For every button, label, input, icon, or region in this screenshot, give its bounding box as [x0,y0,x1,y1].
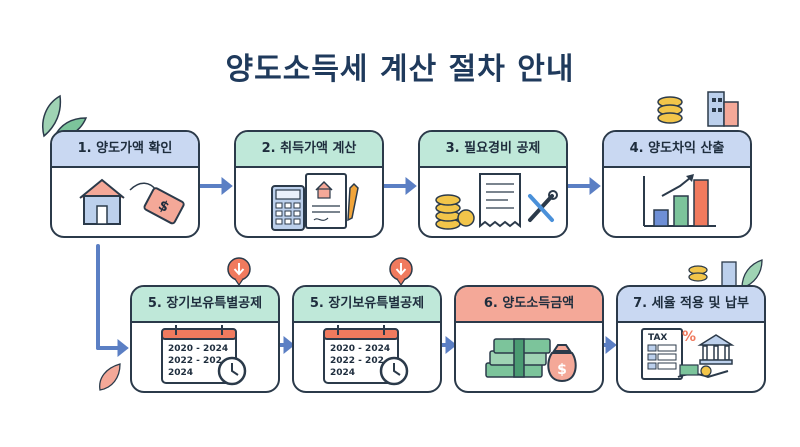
coins-receipt-tools-icon [435,173,558,230]
arrowhead-5-5 [283,335,295,355]
arrowhead-5-6 [445,335,457,355]
step-title-1: 1. 양도가액 확인 [52,132,198,168]
step-card-4: 4. 양도차익 산출 [602,130,752,238]
year-range-3: 2024 [168,368,193,378]
step-title-2: 2. 취득가액 계산 [236,132,382,168]
step-title-6: 6. 양도소득금액 [456,287,602,323]
year-range-1: 2020 - 2024 [168,344,228,354]
arrowhead-2-3 [405,176,417,196]
bar-chart-growth-icon [643,174,716,227]
year-range-2: 2022 - 202 [168,356,222,366]
arrowhead-3-4 [589,176,601,196]
down-arrow-badge-icon [389,257,413,286]
coins-buildings-decoration-icon [688,259,763,289]
year-range-1: 2020 - 2024 [330,344,390,354]
step-card-2: 2. 취득가액 계산 [234,130,384,238]
arrowhead-1-2 [221,176,233,196]
money-stack-bag-icon: $ [485,338,577,383]
calendar-clock-icon: 2020 - 2024 2022 - 202 2024 [323,325,409,386]
tax-bank-payment-icon: TAX % [641,328,735,380]
house-price-tag-icon: $ [79,178,185,225]
step-card-6: 6. 양도소득금액 $ [454,285,604,393]
down-arrow-badge-icon [227,257,251,286]
step-card-5b: 5. 장기보유특별공제 2020 - 2024 2022 - 202 2024 [292,285,442,393]
leaf-decoration-icon [99,363,121,391]
calendar-clock-icon: 2020 - 2024 2022 - 202 2024 [161,325,247,386]
arrowhead-1-5 [117,338,129,358]
step-card-7: 7. 세율 적용 및 납부 TAX % [616,285,766,393]
arrowhead-6-7 [605,335,617,355]
page-title: 양도소득세 계산 절차 안내 [225,52,575,87]
dollar-sign: $ [557,362,567,378]
year-range-3: 2024 [330,368,355,378]
step-card-1: 1. 양도가액 확인 $ [50,130,200,238]
step-title-5a: 5. 장기보유특별공제 [132,287,278,323]
step-title-4: 4. 양도차익 산출 [604,132,750,168]
year-range-2: 2022 - 202 [330,356,384,366]
step-title-5b: 5. 장기보유특별공제 [294,287,440,323]
step-title-3: 3. 필요경비 공제 [420,132,566,168]
step-title-7: 7. 세율 적용 및 납부 [618,287,764,323]
coins-buildings-decoration-icon [657,91,739,127]
calculator-document-icon [271,173,359,231]
percent-sign: % [682,329,696,345]
step-card-5a: 5. 장기보유특별공제 2020 - 2024 2022 - 202 2024 [130,285,280,393]
step-card-3: 3. 필요경비 공제 [418,130,568,238]
tax-label: TAX [648,333,667,343]
